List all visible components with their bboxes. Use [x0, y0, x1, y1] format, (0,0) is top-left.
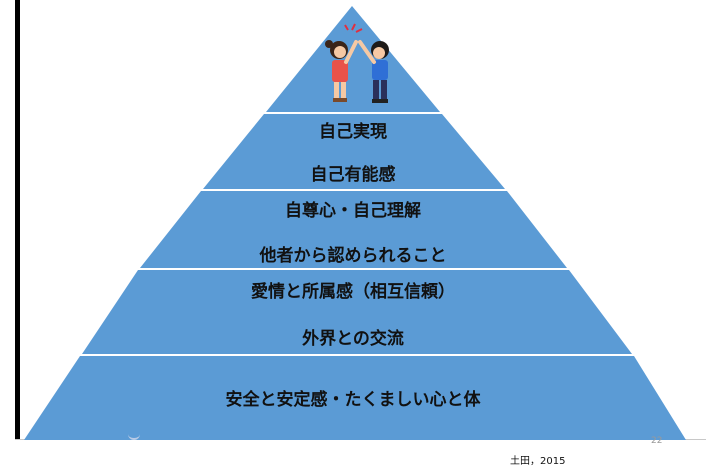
tier-5-line-1: 安全と安定感・たくましい心と体 [225, 390, 481, 410]
pyramid-tier-safety [24, 356, 686, 440]
tier-2-line-1: 自己実現 [319, 122, 387, 142]
left-border-line [15, 0, 20, 440]
pyramid-tier-self-esteem [140, 191, 567, 268]
page-number: 22 [651, 436, 663, 446]
tier-4-line-2: 外界との交流 [302, 329, 404, 349]
tier-3-line-1: 自尊心・自己理解 [285, 201, 421, 221]
tier-4-line-1: 愛情と所属感（相互信頼） [251, 282, 455, 302]
tier-2-line-2: 自己有能感 [310, 165, 396, 185]
citation: 土田，2015 [510, 456, 566, 467]
pyramid-tier-top [266, 6, 440, 112]
tier-3-line-2: 他者から認められること [259, 246, 447, 266]
pyramid-tier-belonging [82, 270, 632, 354]
faint-decoration [128, 432, 140, 440]
pyramid-tier-self-actualization [203, 114, 505, 189]
children-high-five-icon [325, 23, 389, 103]
